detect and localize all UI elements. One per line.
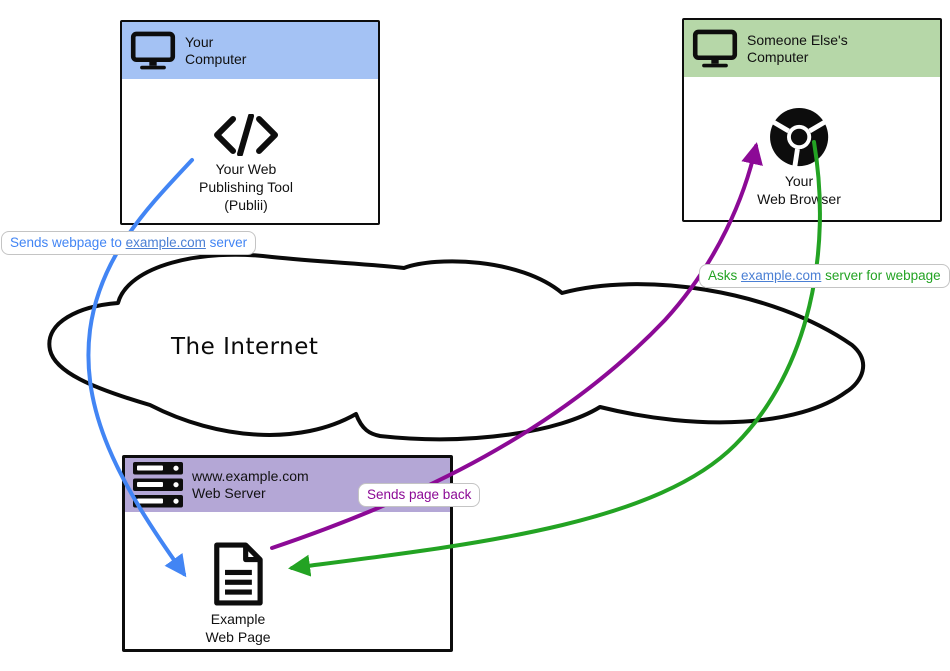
publish-arrow-label: Sends webpage to example.com server [1,231,257,255]
publishing-tool: Your Web Publishing Tool (Publii) [199,114,293,214]
monitor-icon [130,31,176,69]
box-title: Someone Else's Computer [747,31,848,65]
web-browser: Your Web Browser [757,106,841,208]
web-browser-caption: Your Web Browser [757,173,841,207]
example-web-page: Example Web Page [205,542,271,646]
example-com-link[interactable]: example.com [741,268,822,283]
chrome-browser-icon [769,107,829,168]
box-title: www.example.com Web Server [192,468,309,501]
your-computer-header: Your Computer [122,22,378,79]
response-arrow-label: Sends page back [358,483,481,507]
document-icon [213,542,263,606]
your-computer-box: Your Computer Your Web Publishing Tool (… [120,20,380,225]
someone-elses-computer-header: Someone Else's Computer [684,20,940,77]
internet-label: The Internet [171,334,319,360]
box-title: Your Computer [185,33,247,67]
monitor-icon [692,29,738,67]
code-icon [213,114,278,156]
publishing-tool-caption: Your Web Publishing Tool (Publii) [199,161,293,213]
someone-elses-computer-box: Someone Else's Computer Your Web Browser [682,18,942,222]
label-text: server [205,235,248,250]
label-text: Asks [708,268,742,283]
example-web-page-caption: Example Web Page [205,611,271,645]
request-arrow-label: Asks example.com server for webpage [699,264,950,288]
label-text: Sends page back [367,487,472,502]
server-icon [133,462,183,508]
label-text: server for webpage [821,268,941,283]
example-com-link[interactable]: example.com [125,235,206,250]
label-text: Sends webpage to [10,235,126,250]
